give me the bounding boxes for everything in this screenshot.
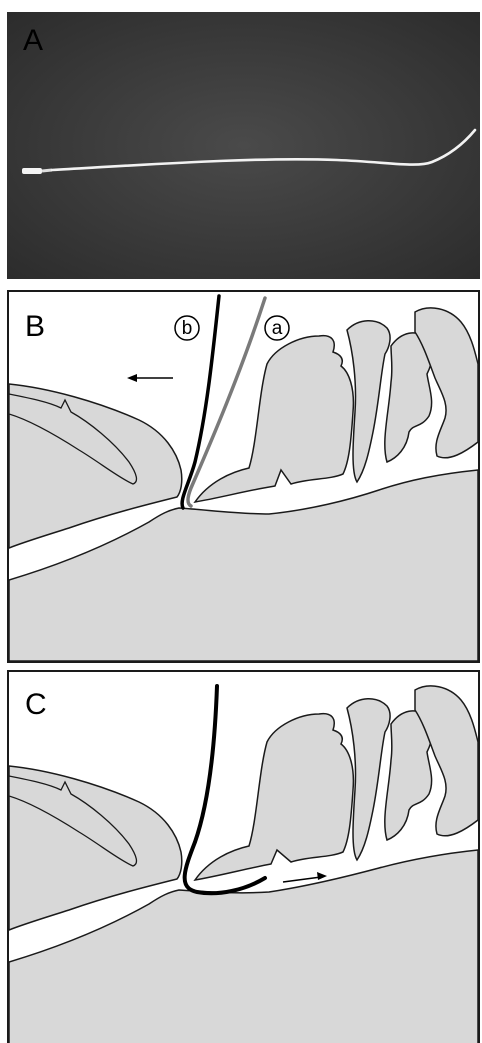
- marker-a-label: a: [272, 318, 283, 339]
- panel-a-label: A: [23, 26, 43, 56]
- panel-b-diagram: b a B: [7, 290, 480, 663]
- panel-c-label: C: [25, 690, 47, 720]
- marker-b-label: b: [182, 318, 193, 339]
- panel-a-photo: A: [7, 12, 480, 279]
- direction-arrow-right: [283, 877, 321, 882]
- central-chamber-c: [195, 714, 353, 880]
- arrowhead-left: [127, 374, 137, 382]
- photo-background: [7, 12, 480, 279]
- marker-b: b: [175, 316, 199, 340]
- anatomy-diagram-c: [9, 672, 478, 1043]
- panel-c-diagram: C: [7, 670, 480, 1043]
- catheter-photo: [7, 12, 480, 279]
- catheter-handle: [22, 168, 42, 174]
- arrowhead-right: [317, 872, 327, 880]
- catheter-hub: [42, 170, 52, 171]
- marker-a: a: [265, 316, 289, 340]
- panel-b-label: B: [25, 312, 45, 342]
- anatomy-diagram-b: b a: [9, 292, 478, 661]
